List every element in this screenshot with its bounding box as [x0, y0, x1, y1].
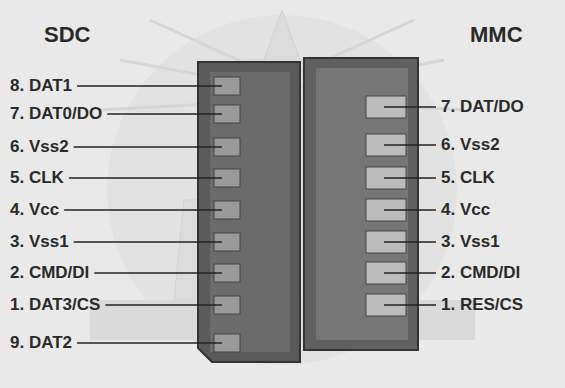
leader-line	[94, 272, 222, 274]
pin-name: 1. DAT3/CS	[10, 295, 100, 315]
pin-name: 2. CMD/DI	[441, 263, 520, 283]
sd-card	[198, 62, 300, 362]
pin-name: 7. DAT0/DO	[10, 104, 102, 124]
watermark	[90, 10, 475, 365]
pin-name: 7. DAT/DO	[441, 97, 524, 117]
leader-lines	[64, 86, 436, 343]
leader-line	[384, 209, 436, 211]
leader-line	[107, 113, 222, 115]
leader-line	[74, 146, 222, 148]
pin-name: 9. DAT2	[10, 333, 72, 353]
leader-line	[77, 342, 222, 344]
leader-line	[105, 304, 222, 306]
leader-line	[77, 85, 222, 87]
leader-line	[384, 241, 436, 243]
leader-line	[384, 106, 436, 108]
leader-line	[64, 209, 222, 211]
pin-name: 5. CLK	[441, 168, 495, 188]
pin-name: 3. Vss1	[441, 232, 500, 252]
contact-pins	[214, 77, 406, 352]
leader-line	[384, 144, 436, 146]
leader-line	[384, 272, 436, 274]
pin-name: 6. Vss2	[441, 135, 500, 155]
pin-name: 2. CMD/DI	[10, 263, 89, 283]
leader-line	[69, 177, 222, 179]
pin-name: 3. Vss1	[10, 232, 69, 252]
mmc-card	[304, 58, 418, 350]
pin-name: 4. Vcc	[10, 200, 59, 220]
card-heading: SDC	[44, 22, 90, 48]
leader-line	[74, 241, 222, 243]
pin-name: 5. CLK	[10, 168, 64, 188]
pin-name: 8. DAT1	[10, 76, 72, 96]
pin-name: 6. Vss2	[10, 137, 69, 157]
card-heading: MMC	[470, 22, 523, 48]
pin-name: 1. RES/CS	[441, 295, 523, 315]
pin-name: 4. Vcc	[441, 200, 490, 220]
leader-line	[384, 177, 436, 179]
leader-line	[384, 304, 436, 306]
